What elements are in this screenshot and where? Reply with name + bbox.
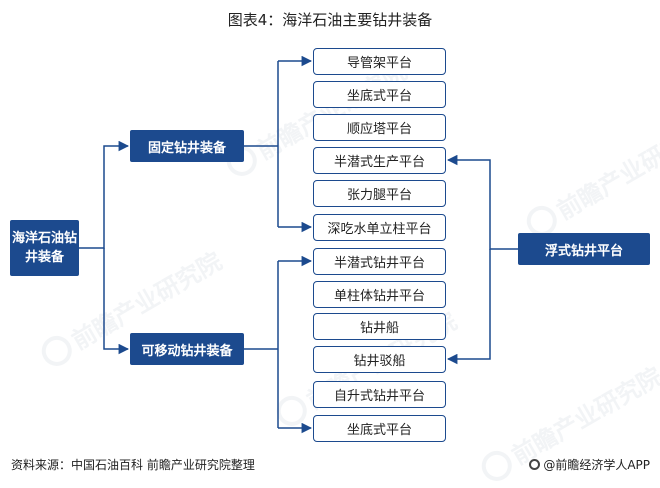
item-drillship: 钻井船: [313, 313, 446, 340]
connector-root-fixed: [79, 140, 130, 249]
brand-logo-icon: [529, 459, 541, 470]
item-deep-draft-spar-platform: 深吃水单立柱平台: [313, 214, 446, 241]
connector-floating-bottom: [446, 249, 491, 365]
connector-floating-top: [446, 154, 518, 250]
item-bottom-supported-platform: 坐底式平台: [313, 81, 446, 108]
item-jacket-platform: 导管架平台: [313, 48, 446, 75]
brand-text: @前瞻经济学人APP: [543, 458, 650, 472]
item-bottom-supported-platform-mobile: 坐底式平台: [313, 415, 446, 442]
item-drilling-barge: 钻井驳船: [313, 346, 446, 373]
item-compliant-tower-platform: 顺应塔平台: [313, 114, 446, 141]
node-floating-drilling-platform: 浮式钻井平台: [518, 233, 650, 265]
item-semi-submersible-drilling-platform: 半潜式钻井平台: [313, 248, 446, 275]
chart-title: 图表4：海洋石油主要钻井装备: [227, 11, 433, 29]
item-tension-leg-platform: 张力腿平台: [313, 180, 446, 207]
node-fixed-drilling-equipment: 固定钻井装备: [130, 130, 244, 162]
connector-root-mobile: [103, 248, 130, 355]
item-single-column-drilling-platform: 单柱体钻井平台: [313, 281, 446, 308]
brand-credit: @前瞻经济学人APP: [529, 456, 650, 473]
item-semi-submersible-production-platform: 半潜式生产平台: [313, 147, 446, 174]
item-jack-up-drilling-platform: 自升式钻井平台: [313, 381, 446, 408]
source-note: 资料来源：中国石油百科 前瞻产业研究院整理: [11, 458, 255, 472]
node-mobile-drilling-equipment: 可移动钻井装备: [130, 333, 244, 365]
node-offshore-drilling-equipment: 海洋石油钻井装备: [10, 220, 79, 276]
